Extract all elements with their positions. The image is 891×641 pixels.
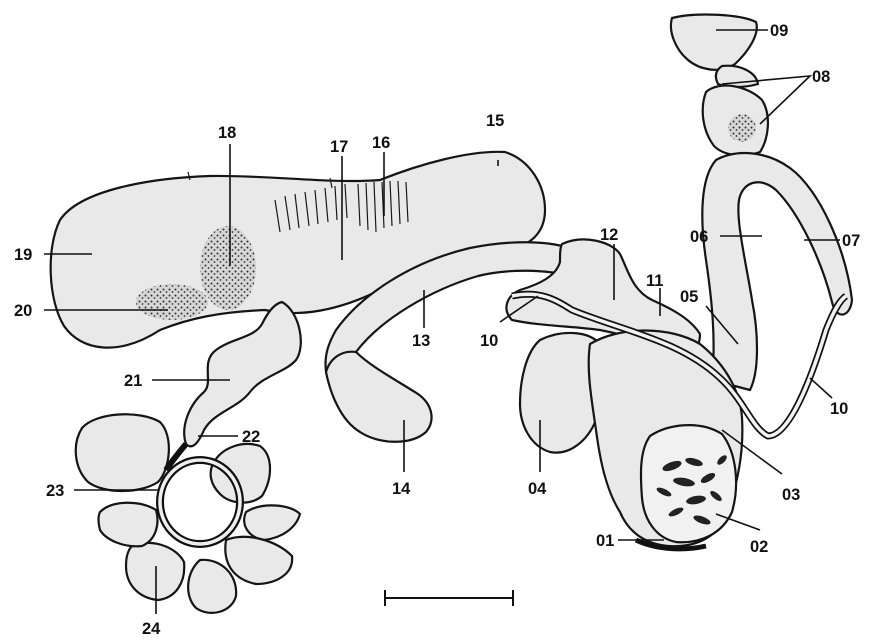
label-08: 08 bbox=[812, 68, 830, 86]
label-07: 07 bbox=[842, 232, 860, 250]
label-12: 12 bbox=[600, 226, 618, 244]
label-14: 14 bbox=[392, 480, 411, 498]
label-19: 19 bbox=[14, 246, 32, 264]
label-05: 05 bbox=[680, 288, 698, 306]
organ-08-dark-patch bbox=[728, 114, 756, 142]
organ-21-coiled-duct bbox=[184, 302, 301, 446]
organ-20-dense-patch bbox=[136, 284, 208, 320]
scale-bar bbox=[385, 590, 513, 606]
label-20: 20 bbox=[14, 302, 32, 320]
label-04: 04 bbox=[528, 480, 547, 498]
label-21: 21 bbox=[124, 372, 142, 390]
label-13: 13 bbox=[412, 332, 430, 350]
label-24: 24 bbox=[142, 620, 161, 638]
label-01: 01 bbox=[596, 532, 614, 550]
organ-06-07-loop bbox=[702, 153, 852, 390]
label-22: 22 bbox=[242, 428, 260, 446]
organ-18-dense-patch bbox=[200, 226, 256, 310]
label-18: 18 bbox=[218, 124, 236, 142]
label-02: 02 bbox=[750, 538, 768, 556]
label-06: 06 bbox=[690, 228, 708, 246]
label-03: 03 bbox=[782, 486, 800, 504]
label-17: 17 bbox=[330, 138, 348, 156]
label-10-left: 10 bbox=[480, 332, 498, 350]
label-16: 16 bbox=[372, 134, 390, 152]
label-15: 15 bbox=[486, 112, 504, 130]
organ-14-bulb bbox=[326, 352, 432, 442]
label-23: 23 bbox=[46, 482, 64, 500]
label-09: 09 bbox=[770, 22, 788, 40]
label-11: 11 bbox=[646, 272, 663, 290]
organ-09-lobe bbox=[671, 15, 757, 70]
label-10-right: 10 bbox=[830, 400, 848, 418]
organ-23-ring-lumen bbox=[160, 460, 240, 544]
